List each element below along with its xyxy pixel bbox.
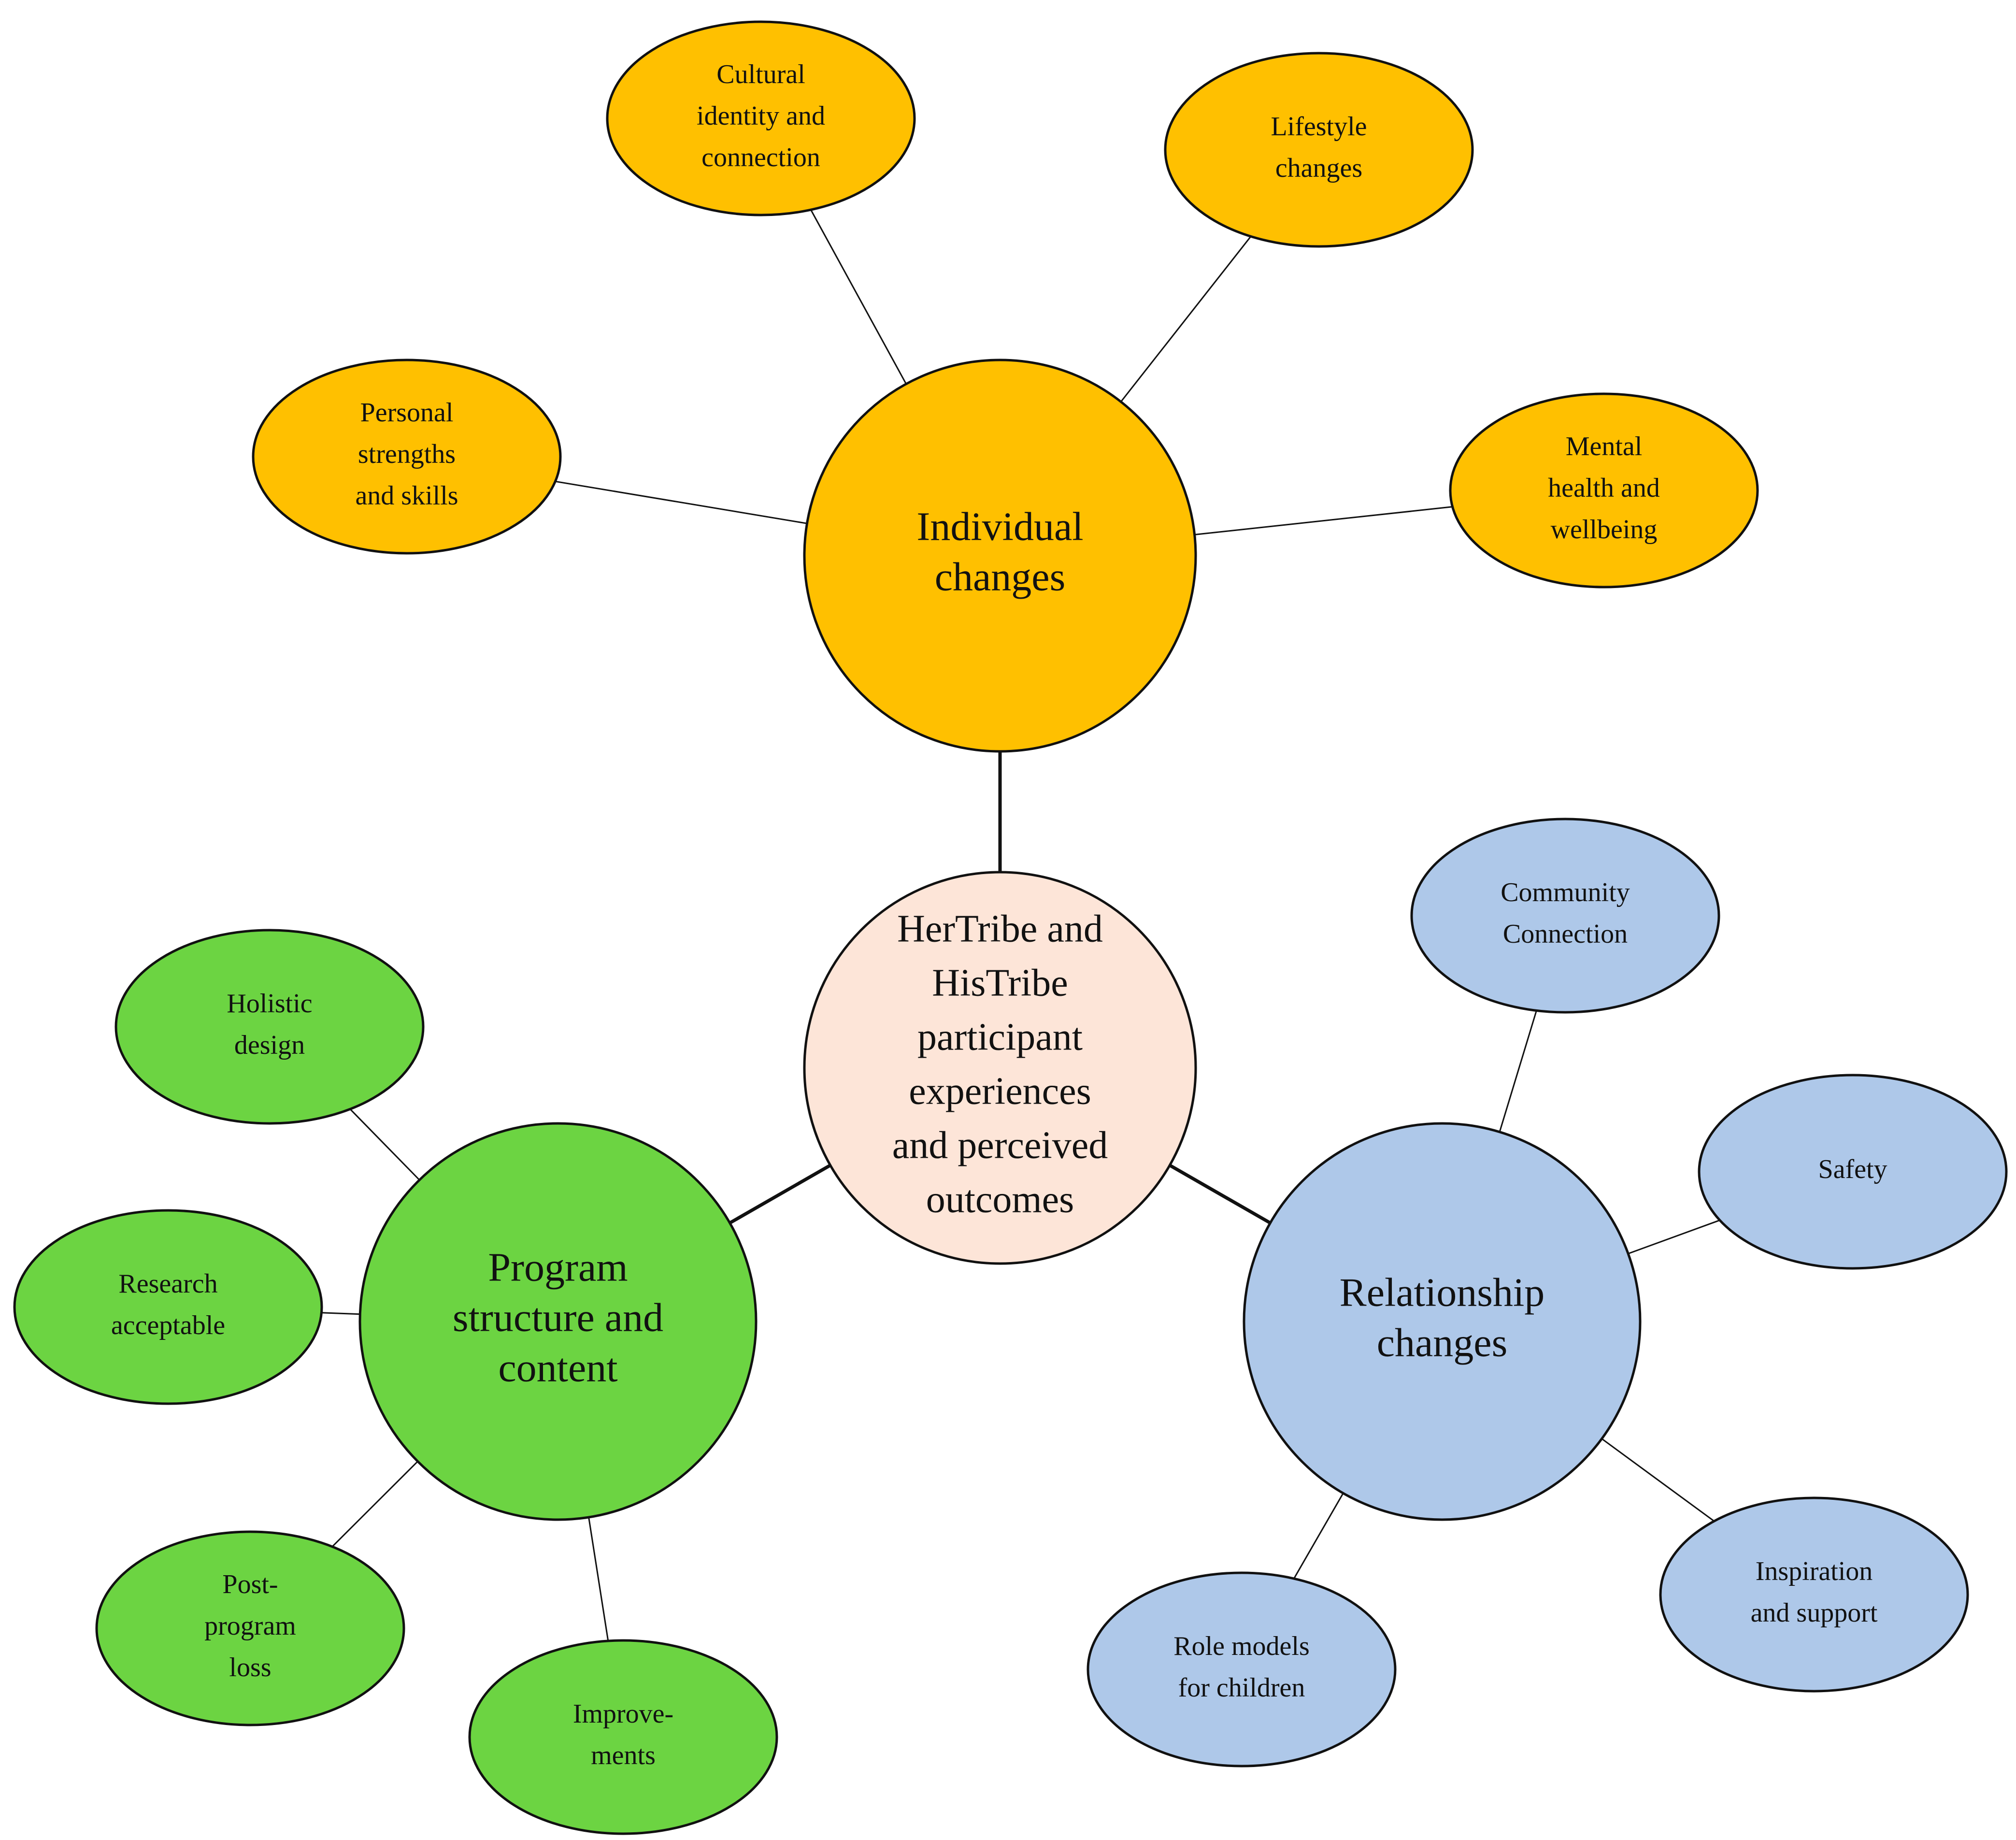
leaf-node-post-label-line: program — [204, 1611, 296, 1641]
leaf-node-cultural-label-line: connection — [701, 143, 820, 172]
center-node-shape — [803, 871, 1197, 1265]
leaf-node-lifestyle-shape — [1164, 52, 1474, 248]
connector-individual-personal — [555, 480, 807, 524]
leaf-node-holistic: Holistic design — [114, 929, 425, 1125]
connector-center-program — [729, 1164, 831, 1225]
connector-program-holistic — [349, 1108, 420, 1181]
hub-node-relationship: Relationship changes — [1243, 1122, 1642, 1521]
leaf-node-post: Post-program loss — [95, 1530, 405, 1726]
leaf-node-post-label-line: loss — [229, 1653, 271, 1682]
leaf-node-community-shape — [1410, 818, 1720, 1014]
connector-relationship-safety — [1628, 1219, 1720, 1254]
leaf-node-post-label-line: Post- — [222, 1569, 278, 1599]
hub-node-relationship-label-line: changes — [1377, 1320, 1508, 1365]
leaf-node-personal-shape — [252, 359, 562, 555]
leaf-node-inspiration-label-line: Inspiration — [1756, 1556, 1873, 1586]
leaf-node-safety-shape — [1698, 1074, 2008, 1270]
leaf-node-mental-shape — [1449, 392, 1759, 589]
center-node-label-line: outcomes — [926, 1178, 1074, 1221]
connector-relationship-inspiration — [1601, 1438, 1715, 1522]
leaf-node-inspiration-label-line: and support — [1751, 1598, 1878, 1628]
hub-node-program: Program structure and content — [358, 1122, 758, 1521]
leaf-node-mental: Mental health and wellbeing — [1449, 392, 1759, 589]
connector-individual-cultural — [810, 209, 907, 385]
leaf-node-community-label-line: Connection — [1503, 919, 1628, 949]
leaf-node-research: Research acceptable — [13, 1209, 323, 1405]
leaf-node-research-label-line: Research — [118, 1269, 217, 1299]
center-node-label-line: HerTribe and — [897, 907, 1103, 950]
leaf-node-cultural-label-line: Cultural — [716, 59, 805, 89]
leaf-node-holistic-label-line: design — [234, 1030, 305, 1060]
center-node-label-line: and perceived — [892, 1124, 1108, 1166]
connector-center-relationship — [1169, 1164, 1272, 1225]
hub-node-program-label-line: Program — [488, 1245, 628, 1290]
connector-program-improve — [588, 1517, 609, 1641]
leaf-node-safety-label-line: Safety — [1818, 1154, 1887, 1184]
hub-node-program-shape — [358, 1122, 758, 1521]
leaf-node-improve-label-line: ments — [591, 1740, 656, 1770]
leaf-node-research-shape — [13, 1209, 323, 1405]
leaf-node-rolemodels-label-line: Role models — [1173, 1631, 1310, 1661]
leaf-node-improve-label-line: Improve- — [573, 1699, 673, 1729]
center-node-label-line: HisTribe — [932, 962, 1068, 1004]
leaf-node-personal: Personal strengths and skills — [252, 359, 562, 555]
leaf-node-inspiration: Inspiration and support — [1659, 1496, 1969, 1693]
leaf-node-rolemodels-shape — [1087, 1571, 1397, 1768]
leaf-node-lifestyle: Lifestyle changes — [1164, 52, 1474, 248]
leaf-node-community-label-line: Community — [1501, 877, 1630, 907]
leaf-node-personal-label-line: and skills — [355, 481, 458, 511]
leaf-node-personal-label-line: Personal — [360, 398, 454, 428]
leaf-node-safety: Safety — [1698, 1074, 2008, 1270]
leaf-node-cultural-shape — [606, 20, 916, 216]
leaf-node-cultural: Cultural identity and connection — [606, 20, 916, 216]
leaf-node-mental-label-line: health and — [1548, 473, 1660, 503]
leaf-node-research-label-line: acceptable — [111, 1310, 225, 1340]
connector-program-research — [321, 1312, 360, 1315]
leaf-node-cultural-label-line: identity and — [697, 101, 825, 131]
connector-layer — [321, 209, 1720, 1641]
center-node-label-line: participant — [917, 1016, 1083, 1058]
hub-node-program-label-line: structure and — [453, 1295, 663, 1340]
leaf-node-improve: Improve-ments — [468, 1639, 778, 1835]
leaf-node-inspiration-shape — [1659, 1496, 1969, 1693]
hub-node-individual-label-line: Individual — [916, 504, 1083, 549]
hub-node-individual: Individual changes — [803, 359, 1197, 753]
hub-node-individual-shape — [803, 359, 1197, 753]
connector-relationship-rolemodels — [1293, 1493, 1344, 1579]
leaf-node-mental-label-line: Mental — [1566, 431, 1643, 461]
connector-individual-mental — [1194, 506, 1453, 535]
connector-individual-lifestyle — [1120, 236, 1252, 402]
leaf-node-improve-shape — [468, 1639, 778, 1835]
leaf-node-holistic-label-line: Holistic — [227, 989, 312, 1019]
leaf-node-lifestyle-label-line: Lifestyle — [1271, 112, 1367, 142]
leaf-node-rolemodels: Role models for children — [1087, 1571, 1397, 1768]
hub-node-relationship-label-line: Relationship — [1340, 1270, 1545, 1315]
leaf-node-personal-label-line: strengths — [358, 439, 456, 469]
leaf-node-mental-label-line: wellbeing — [1551, 515, 1658, 545]
hub-node-program-label-line: content — [498, 1345, 617, 1390]
leaf-node-post-shape — [95, 1530, 405, 1726]
connector-program-post — [331, 1461, 418, 1547]
hub-node-relationship-shape — [1243, 1122, 1642, 1521]
connector-relationship-community — [1499, 1010, 1537, 1133]
center-node-label-line: experiences — [909, 1070, 1091, 1112]
leaf-node-rolemodels-label-line: for children — [1178, 1673, 1305, 1703]
hub-node-individual-label-line: changes — [935, 554, 1066, 599]
leaf-node-lifestyle-label-line: changes — [1275, 153, 1362, 183]
leaf-node-holistic-shape — [114, 929, 425, 1125]
